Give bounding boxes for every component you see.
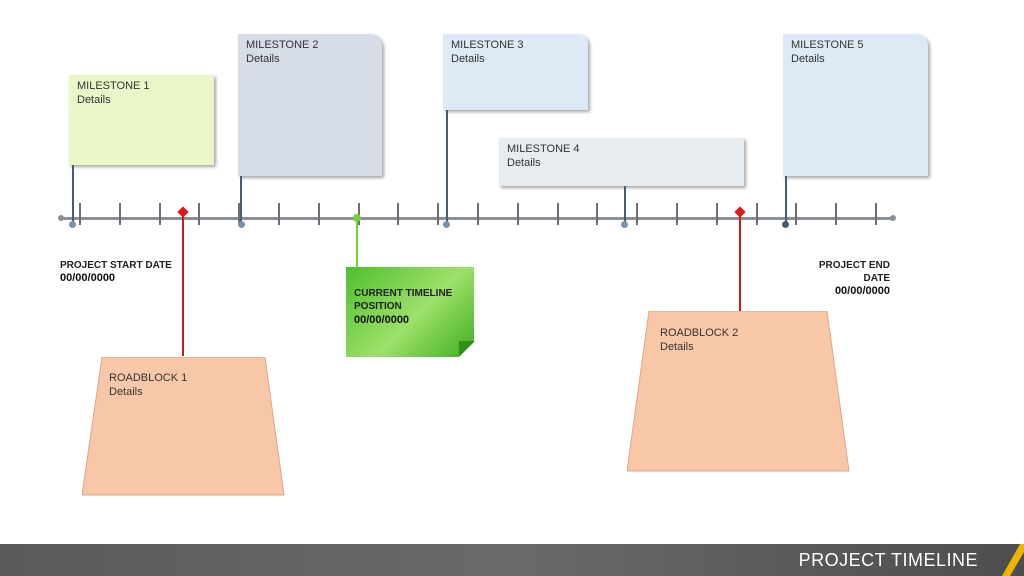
milestone-4-connector xyxy=(624,186,626,223)
footer-accent-stripe xyxy=(1002,544,1024,576)
axis-tick xyxy=(437,203,440,225)
current-position-date: 00/00/0000 xyxy=(354,314,410,326)
milestone-4-card: MILESTONE 4 Details xyxy=(499,138,744,186)
axis-tick xyxy=(755,203,758,225)
axis-tick xyxy=(238,203,241,225)
roadblock-2-shape xyxy=(627,311,850,472)
milestone-3-connector xyxy=(446,110,448,223)
roadblock-2-details: Details xyxy=(660,341,694,353)
milestone-4-title: MILESTONE 4 xyxy=(507,143,580,155)
roadblock-2-stem xyxy=(739,216,741,311)
axis-tick xyxy=(198,203,201,225)
axis-tick xyxy=(477,203,479,225)
axis-tick xyxy=(715,203,718,225)
milestone-1-connector xyxy=(72,165,74,223)
axis-tick xyxy=(278,203,280,225)
project-end-date: 00/00/0000 xyxy=(834,285,890,297)
milestone-1-title: MILESTONE 1 xyxy=(77,80,150,92)
milestone-2-details: Details xyxy=(246,53,280,65)
axis-tick xyxy=(556,203,559,225)
milestone-5-details: Details xyxy=(791,53,825,65)
milestone-3-details: Details xyxy=(451,53,485,65)
project-start-label: PROJECT START DATE xyxy=(60,260,172,271)
milestone-5-card: MILESTONE 5 Details xyxy=(783,34,928,176)
current-position-label-line2: POSITION xyxy=(354,301,402,312)
axis-tick xyxy=(317,203,320,225)
axis-start-cap xyxy=(58,215,64,221)
current-position-fold xyxy=(459,341,475,357)
footer-bar: PROJECT TIMELINE xyxy=(0,544,1024,576)
milestone-1-card: MILESTONE 1 Details xyxy=(69,75,214,165)
footer-title: PROJECT TIMELINE xyxy=(798,550,978,570)
milestone-2-card: MILESTONE 2 Details xyxy=(238,34,382,176)
axis-tick xyxy=(875,203,877,225)
axis-tick xyxy=(158,203,161,225)
axis-tick xyxy=(397,203,400,225)
roadblock-2-card: ROADBLOCK 2 Details xyxy=(627,311,851,473)
milestone-2-title: MILESTONE 2 xyxy=(246,39,319,51)
milestone-3-card: MILESTONE 3 Details xyxy=(443,34,588,110)
project-end-label-line2: DATE xyxy=(863,273,890,284)
milestone-2-connector xyxy=(240,176,242,223)
milestone-4-dot xyxy=(621,221,628,228)
roadblock-1-title: ROADBLOCK 1 xyxy=(109,372,188,384)
milestone-1-dot xyxy=(69,221,76,228)
project-end-label: PROJECT END DATE xyxy=(790,259,890,285)
axis-tick xyxy=(118,203,121,225)
milestone-2-dot xyxy=(238,221,245,228)
milestone-4-details: Details xyxy=(507,157,541,169)
project-start-date: 00/00/0000 xyxy=(60,272,116,284)
project-end-label-line1: PROJECT END xyxy=(818,260,890,271)
milestone-3-dot xyxy=(443,221,450,228)
axis-tick xyxy=(516,203,519,225)
milestone-5-connector xyxy=(785,176,787,223)
axis-tick xyxy=(596,203,599,225)
roadblock-1-details: Details xyxy=(109,386,143,398)
axis-tick xyxy=(795,203,798,225)
roadblock-2-title: ROADBLOCK 2 xyxy=(660,327,739,339)
current-position-card: CURRENT TIMELINE POSITION 00/00/0000 xyxy=(346,267,474,357)
milestone-5-title: MILESTONE 5 xyxy=(791,39,864,51)
milestone-1-details: Details xyxy=(77,94,111,106)
axis-end-cap xyxy=(890,215,896,221)
axis-tick xyxy=(835,203,838,225)
current-position-stem xyxy=(356,218,358,268)
axis-tick xyxy=(79,203,81,225)
roadblock-1-shape xyxy=(82,357,285,496)
roadblock-1-card: ROADBLOCK 1 Details xyxy=(82,357,286,497)
axis-tick xyxy=(676,203,678,225)
current-position-label: CURRENT TIMELINE POSITION xyxy=(354,287,452,313)
milestone-3-title: MILESTONE 3 xyxy=(451,39,524,51)
roadblock-1-stem xyxy=(182,216,184,356)
current-position-label-line1: CURRENT TIMELINE xyxy=(354,288,453,299)
axis-tick xyxy=(636,203,639,225)
milestone-5-dot xyxy=(782,221,789,228)
